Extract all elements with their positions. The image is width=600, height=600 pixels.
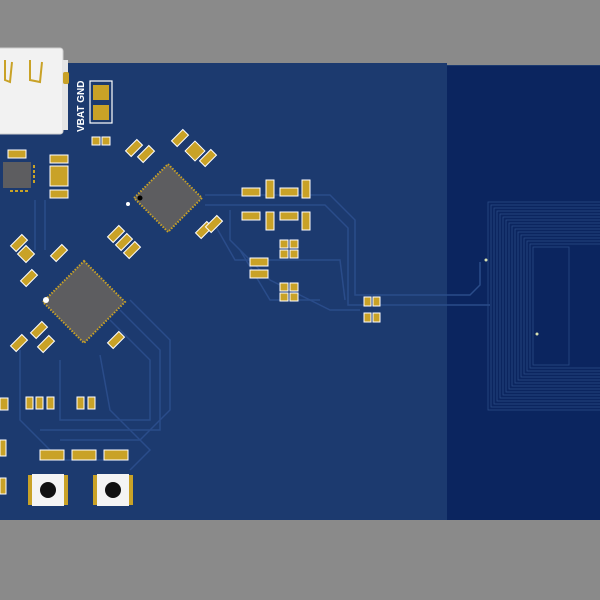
tactile-button-1	[28, 474, 68, 506]
ic-main-mcu	[41, 259, 127, 345]
nfc-coil-icon	[487, 201, 600, 411]
board-edge	[0, 63, 447, 65]
silkscreen-vbat-gnd-label: VBAT GND	[76, 80, 87, 132]
battery-header	[89, 80, 113, 124]
inductor	[49, 165, 69, 187]
passive-components	[0, 136, 381, 495]
ic-upper-qfn	[132, 162, 204, 234]
usb-c-connector	[0, 47, 69, 135]
traces	[19, 194, 490, 471]
tactile-button-2	[93, 474, 133, 506]
charger-ic	[3, 162, 35, 192]
